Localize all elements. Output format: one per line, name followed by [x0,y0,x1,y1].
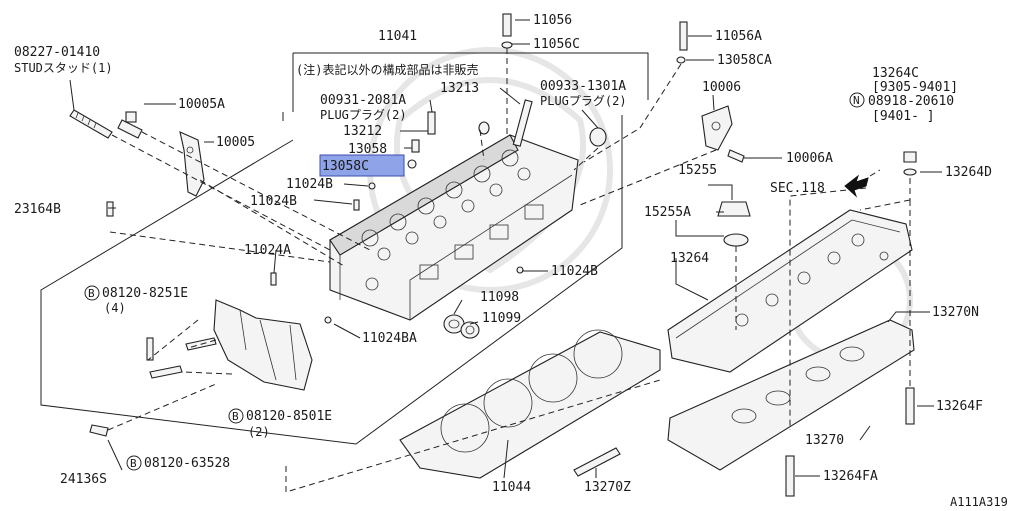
label-11056[interactable]: 11056 [533,13,572,28]
label-00931-2081a[interactable]: 00931-2081A [320,93,406,108]
group-frame [40,52,649,445]
label-24136s[interactable]: 24136S [60,472,107,487]
label-11024b-2[interactable]: 11024B [250,194,297,209]
bolt-23164b [106,201,114,217]
label-15255a[interactable]: 15255A [644,205,691,220]
label-13264d[interactable]: 13264D [945,165,992,180]
b-marker-1: B [84,285,100,301]
svg-text:B: B [130,457,137,470]
lower-bracket [89,299,313,437]
note-text: (注)表記以外の構成部品は非販売 [296,62,478,77]
label-10005[interactable]: 10005 [216,135,255,150]
leader-lines [69,19,942,479]
sec-arrow-dash [869,169,881,177]
label-stud-name: STUDスタッド(1) [14,61,113,75]
leader-dashes [107,48,911,493]
label-11024b-1[interactable]: 11024B [286,177,333,192]
label-11041[interactable]: 11041 [378,29,417,44]
label-11024a[interactable]: 11024A [244,243,291,258]
label-13264c[interactable]: 13264C [872,66,919,81]
oil-cap [717,201,751,247]
label-08918-20610[interactable]: 08918-20610 [868,94,954,109]
diagram-id: A111A319 [950,495,1008,509]
cover-hardware [785,151,917,497]
label-13058ca[interactable]: 13058CA [717,53,772,68]
oil-seals [443,314,480,339]
label-13270[interactable]: 13270 [805,433,844,448]
label-13270z[interactable]: 13270Z [584,480,631,495]
label-13270n[interactable]: 13270N [932,305,979,320]
label-sec-118[interactable]: SEC.118 [770,181,825,196]
svg-text:B: B [88,287,95,300]
label-13264f[interactable]: 13264F [936,399,983,414]
label-11098[interactable]: 11098 [480,290,519,305]
label-00933-1301a[interactable]: 00933-1301A [540,79,626,94]
direction-arrow-icon [844,174,869,198]
label-13213[interactable]: 13213 [440,81,479,96]
label-10006[interactable]: 10006 [702,80,741,95]
b-marker-3: B [126,455,142,471]
head-gasket [399,329,661,479]
label-15255[interactable]: 15255 [678,163,717,178]
b-marker-2: B [228,408,244,424]
label-11056c[interactable]: 11056C [533,37,580,52]
label-13058[interactable]: 13058 [348,142,387,157]
bracket-10005 [179,131,205,197]
label-plug-2: PLUGプラグ(2) [540,94,627,108]
label-range-1: [9305-9401] [872,80,958,95]
label-11024b-3[interactable]: 11024B [551,264,598,279]
label-08120-63528[interactable]: 08120-63528 [144,456,230,471]
label-qty-2: (2) [248,425,270,439]
sealant-tube [573,447,621,477]
label-10006a[interactable]: 10006A [786,151,833,166]
n-marker: N [849,92,865,108]
label-10005a[interactable]: 10005A [178,97,225,112]
label-11056a[interactable]: 11056A [715,29,762,44]
bracket-10006 [701,105,745,163]
stud-part [69,109,113,139]
label-23164b[interactable]: 23164B [14,202,61,217]
label-qty-4: (4) [104,301,126,315]
cylinder-head [329,134,579,321]
svg-text:B: B [232,410,239,423]
label-stud-part-number[interactable]: 08227-01410 [14,45,100,60]
label-13212[interactable]: 13212 [343,124,382,139]
label-11024ba[interactable]: 11024BA [362,331,417,346]
label-13058c[interactable]: 13058C [322,159,369,174]
label-13264[interactable]: 13264 [670,251,709,266]
bolt-10005a [117,111,143,139]
label-range-2: [9401- ] [872,109,935,124]
highlight-13058c [319,154,405,177]
label-11044[interactable]: 11044 [492,480,531,495]
label-08120-8501e[interactable]: 08120-8501E [246,409,332,424]
label-13264fa[interactable]: 13264FA [823,469,878,484]
label-11099[interactable]: 11099 [482,311,521,326]
label-plug-1: PLUGプラグ(2) [320,108,407,122]
svg-text:N: N [853,94,860,107]
head-bolts [270,13,688,324]
label-08120-8251e[interactable]: 08120-8251E [102,286,188,301]
